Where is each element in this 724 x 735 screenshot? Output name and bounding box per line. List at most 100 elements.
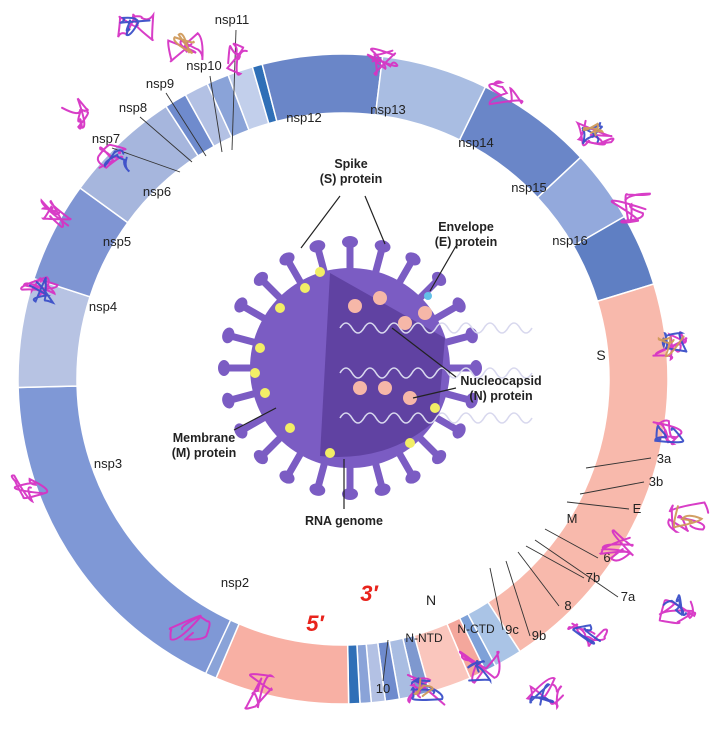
nsp15-structure (575, 119, 615, 147)
segment-label-nsp9: nsp9 (146, 76, 174, 91)
spike-head (374, 483, 391, 496)
five-prime-label: 5′ (306, 611, 325, 636)
spike-head (374, 240, 391, 253)
segment-s: S (486, 283, 669, 653)
n-ntd-structure (406, 673, 446, 706)
leader-line-3b (579, 481, 645, 495)
spike-head (279, 252, 295, 266)
segment-3a: 3a (466, 451, 672, 667)
segment-label-e: E (633, 501, 642, 516)
leader-line-e (566, 501, 630, 510)
spike-head (253, 450, 268, 465)
n-ntd-label: N-NTD (405, 631, 443, 645)
rna-coil (339, 367, 533, 379)
segment-label-nsp13: nsp13 (370, 102, 405, 117)
virion-leader-line (300, 195, 341, 249)
nsp1-structure (244, 673, 276, 710)
membrane-protein-dot (255, 343, 265, 353)
leader-line-7a (534, 539, 619, 598)
segment-arc-nsp4 (17, 277, 91, 389)
orf7a-structure (658, 594, 697, 625)
segment-label-nsp16: nsp16 (552, 233, 587, 248)
spike-head (309, 483, 326, 496)
virion-leader-line (364, 195, 386, 245)
membrane-protein-dot (260, 388, 270, 398)
membrane-protein-label: Membrane(M) protein (172, 431, 237, 460)
leader-line-nsp10 (209, 75, 223, 153)
nucleocapsid-bead (418, 306, 432, 320)
nsp13-structure (366, 47, 399, 76)
segment-label-nsp14: nsp14 (458, 135, 493, 150)
virion-leader-line (391, 327, 457, 378)
rna-coil (339, 322, 533, 334)
leader-line-7b (525, 545, 585, 579)
segment-label-8: 8 (564, 598, 571, 613)
segment-label-s: S (596, 347, 605, 363)
segment-label-nsp15: nsp15 (511, 180, 546, 195)
spike-head (222, 392, 235, 409)
spike-head (432, 450, 447, 465)
protein-structures (10, 11, 710, 711)
segment-label-9b: 9b (532, 628, 546, 643)
segment-label-nsp11: nsp11 (215, 12, 249, 27)
segment-arc-s (486, 283, 669, 653)
spike-head (405, 252, 421, 266)
spike-head (222, 327, 235, 344)
segment-label-nsp3: nsp3 (94, 456, 122, 471)
segment-label-nsp2: nsp2 (221, 575, 249, 590)
nsp11-structure (167, 31, 204, 63)
leader-line-3a (585, 457, 652, 469)
rna-coil (339, 412, 533, 424)
segment-label-7a: 7a (621, 589, 636, 604)
leader-line-9b (505, 560, 531, 637)
nsp7-structure (61, 97, 89, 130)
three-prime-label: 3′ (360, 581, 379, 606)
spike-head (218, 360, 230, 376)
spike-head (470, 360, 482, 376)
spike-head (342, 488, 358, 500)
membrane-protein-dot (285, 423, 295, 433)
leader-line-nsp9 (165, 92, 207, 157)
spike-head (309, 240, 326, 253)
nsp12-structure-1 (117, 11, 155, 42)
spike-head (465, 392, 478, 409)
spike-head (452, 423, 466, 439)
membrane-structure (598, 529, 634, 562)
nsp16-structure (610, 192, 651, 224)
nsp4-structure (20, 276, 59, 305)
segment-nsp11: nsp11 (215, 12, 278, 151)
membrane-protein-dot (405, 438, 415, 448)
membrane-protein-dot (300, 283, 310, 293)
segment-label-10: 10 (376, 681, 390, 696)
segment-label-3b: 3b (649, 474, 663, 489)
spike-head (342, 236, 358, 248)
envelope-protein-dot (424, 292, 432, 300)
segment-arc-n (215, 622, 350, 705)
envelope-structure (667, 501, 710, 533)
n-ctd-structure (458, 650, 501, 684)
leader-line-nsp8 (139, 116, 193, 163)
rna-genome-label: RNA genome (305, 514, 383, 528)
segment-10: 10 (204, 619, 390, 696)
orf3a-structure (652, 419, 685, 446)
segment-label-nsp10: nsp10 (186, 58, 221, 73)
n-ctd-label: N-CTD (457, 622, 495, 636)
nucleocapsid-bead (373, 291, 387, 305)
leader-line-9c (489, 567, 504, 631)
virion-interior (320, 273, 445, 457)
membrane-protein-dot (275, 303, 285, 313)
segment-nsp8: nsp8 (119, 82, 233, 163)
virion-leader-line (412, 387, 457, 399)
segment-label-n: N (426, 592, 436, 608)
nsp5-structure (40, 198, 72, 228)
envelope-protein-label: Envelope(E) protein (435, 220, 498, 249)
leader-line-6 (544, 528, 599, 559)
segment-label-nsp8: nsp8 (119, 100, 147, 115)
virion-leader-line (233, 407, 277, 431)
spike-head (234, 297, 248, 313)
nsp10-structure (225, 42, 248, 76)
membrane-protein-dot (315, 267, 325, 277)
orf9b-structure (525, 676, 565, 711)
segment-label-7b: 7b (586, 570, 600, 585)
membrane-protein-dot (430, 403, 440, 413)
